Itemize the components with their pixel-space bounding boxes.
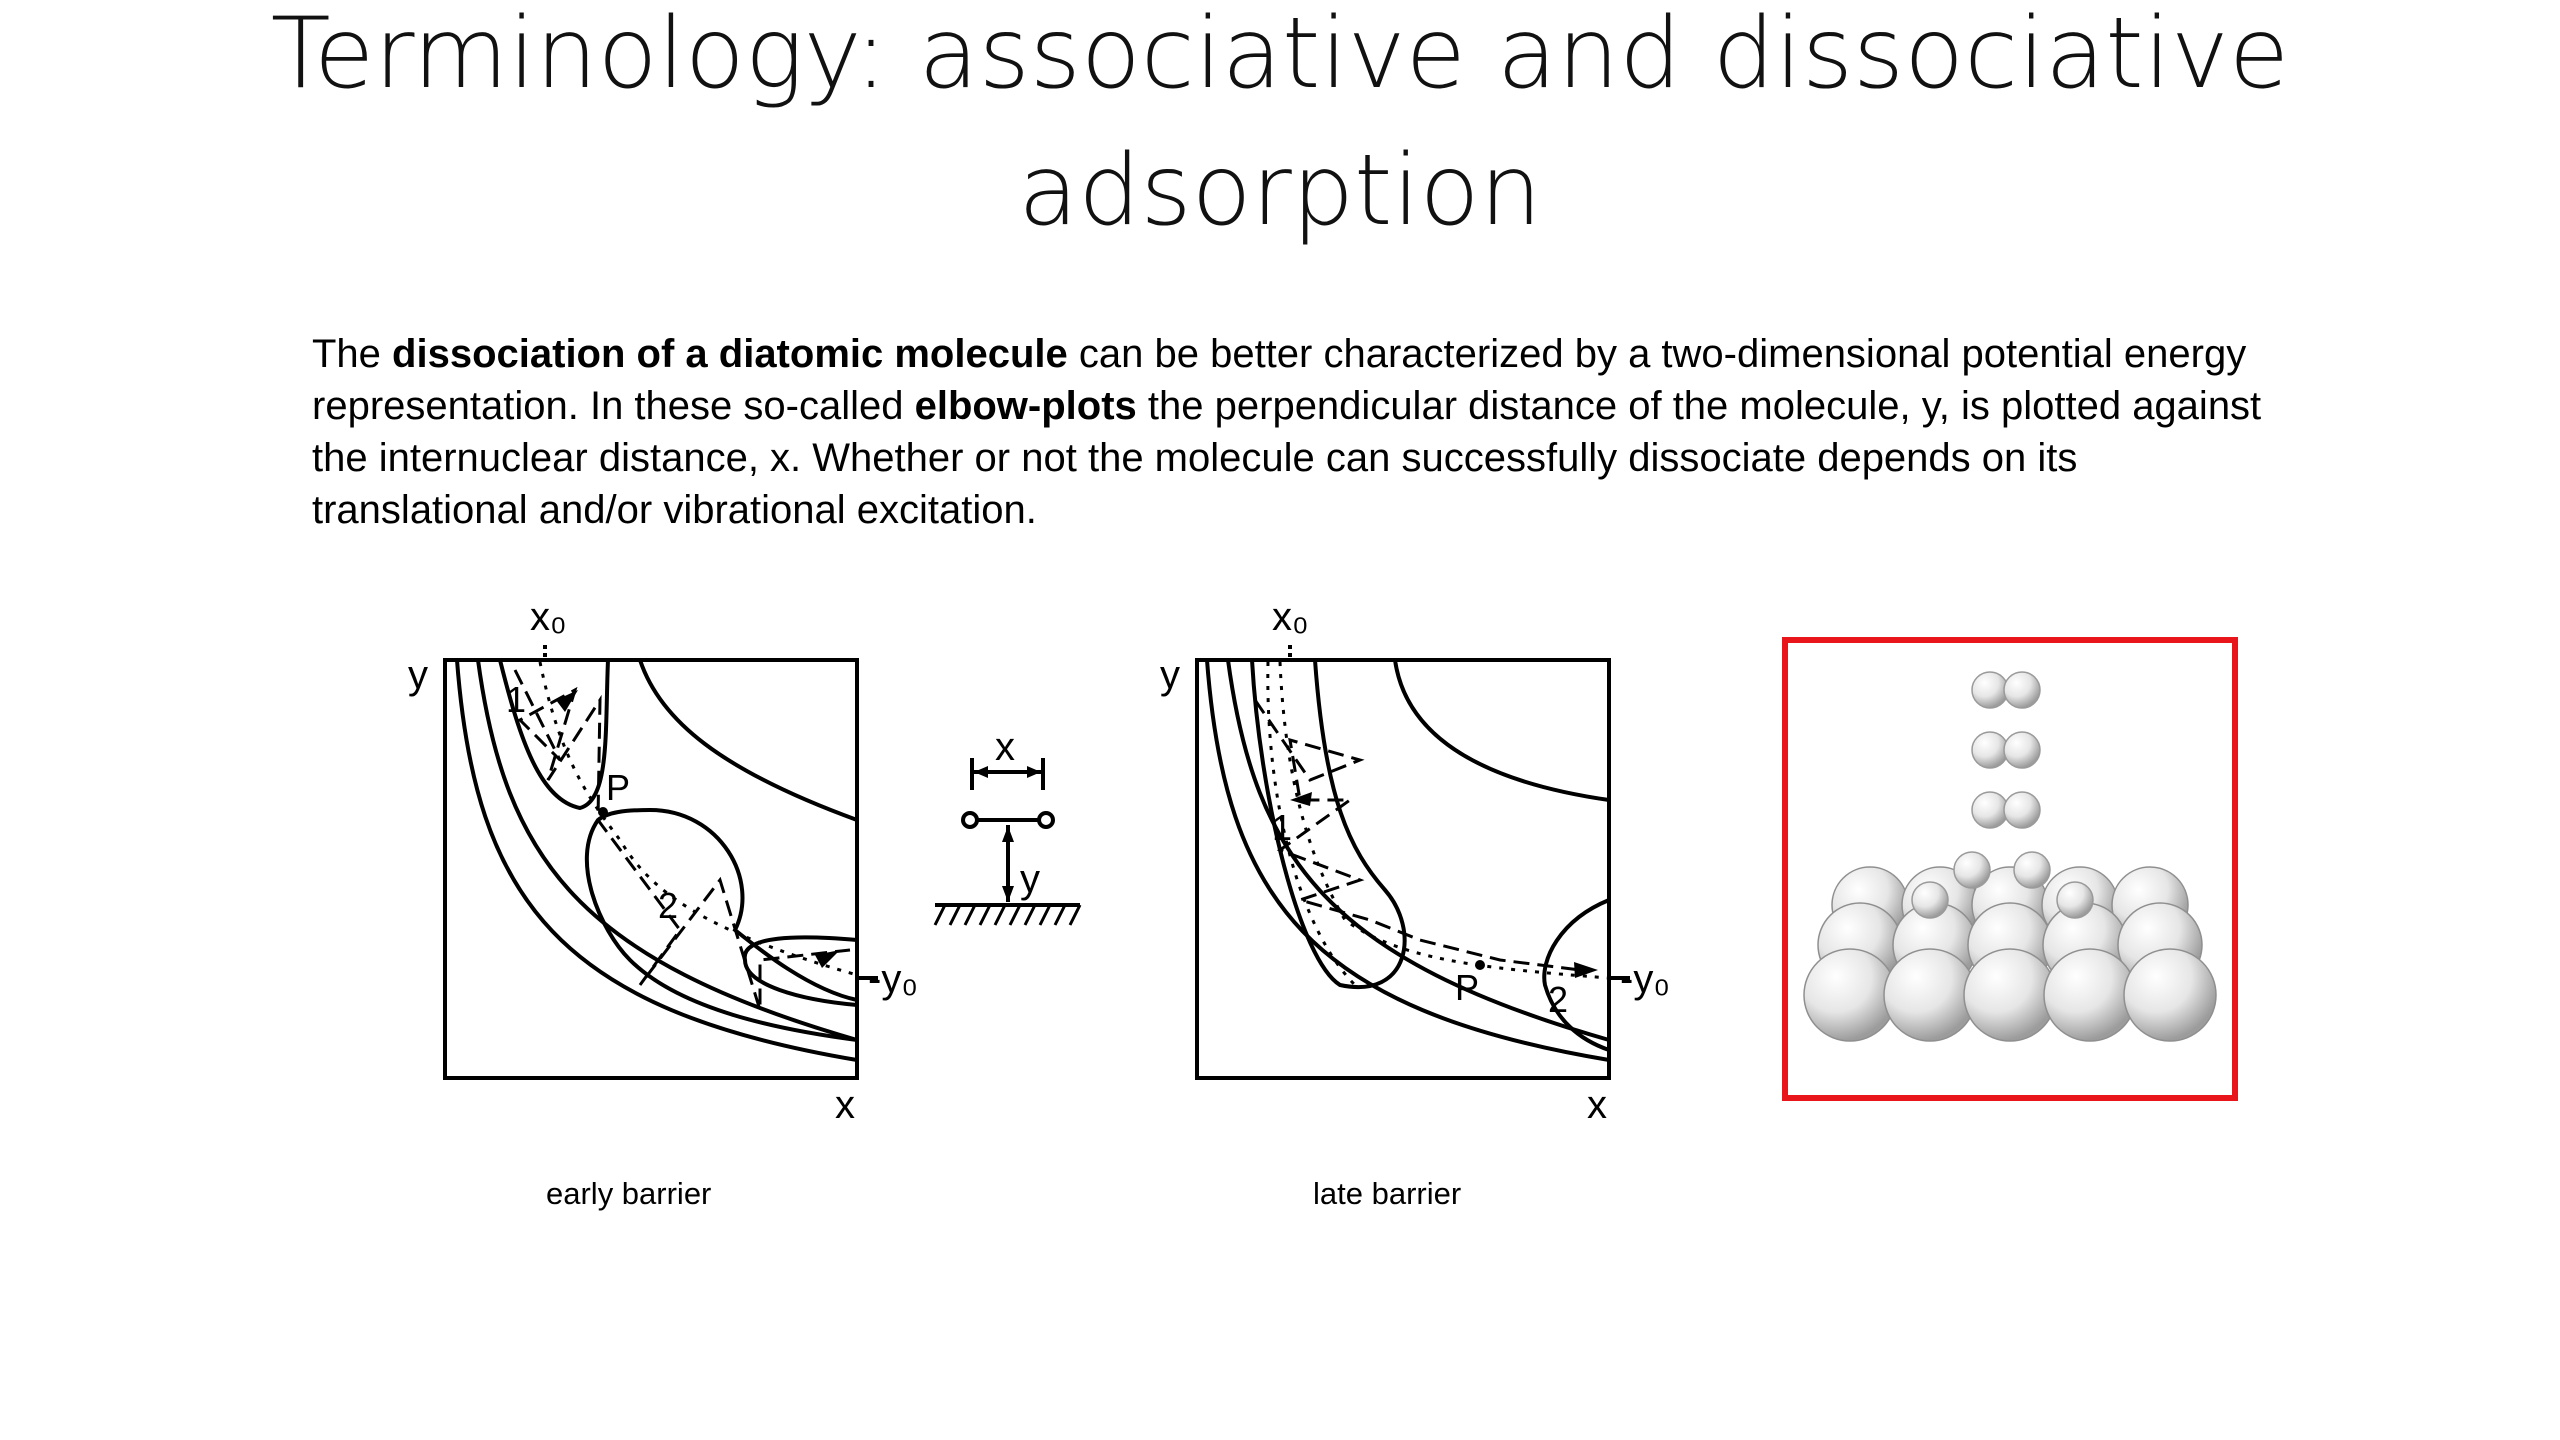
minimum-energy-path bbox=[1278, 661, 1610, 980]
surface-atom bbox=[2123, 948, 2217, 1042]
adsorbed-atoms bbox=[1911, 851, 2094, 919]
minimum-energy-path bbox=[1266, 661, 1357, 987]
label-y: y bbox=[1020, 857, 1040, 901]
label-1: 1 bbox=[506, 679, 526, 720]
arrow-head bbox=[974, 766, 988, 778]
gas-molecules bbox=[1971, 671, 2041, 829]
contour-upper bbox=[1393, 659, 1610, 802]
adsorbed-atom bbox=[1953, 851, 1991, 889]
label-x: x bbox=[995, 725, 1015, 769]
arrow-head bbox=[1002, 886, 1014, 902]
plot-frame bbox=[443, 658, 859, 1080]
label-y0: -y₀ bbox=[1620, 957, 1670, 1001]
caption-early-barrier: early barrier bbox=[546, 1176, 712, 1211]
molecule-atom bbox=[2003, 731, 2041, 769]
caption-late-barrier: late barrier bbox=[1313, 1176, 1462, 1211]
adsorption-illustration bbox=[1782, 637, 2238, 1101]
arrow-head bbox=[1290, 792, 1312, 806]
slide-title: Terminology: associative and dissociativ… bbox=[270, 0, 2290, 248]
contour-2 bbox=[1226, 659, 1610, 1042]
label-2: 2 bbox=[658, 885, 678, 926]
paragraph-text: The bbox=[312, 332, 393, 376]
paragraph-bold: dissociation of a diatomic molecule bbox=[392, 332, 1068, 376]
trajectory bbox=[513, 669, 851, 1011]
saddle-point bbox=[1475, 960, 1485, 970]
label-P: P bbox=[606, 767, 630, 808]
label-1: 1 bbox=[1272, 807, 1292, 848]
arrow-head bbox=[1002, 826, 1014, 842]
paragraph-text: can be better characterized by a two-dim… bbox=[312, 332, 2247, 428]
label-2: 2 bbox=[1548, 979, 1568, 1020]
adsorbed-atom bbox=[2056, 881, 2094, 919]
label-y0: -y₀ bbox=[868, 957, 918, 1001]
surface-atom bbox=[2043, 948, 2137, 1042]
contour-outer bbox=[455, 659, 858, 1062]
molecule-atom bbox=[1971, 671, 2009, 709]
well-1 bbox=[498, 659, 610, 811]
elbow-plot-late bbox=[1195, 645, 1630, 1080]
label-x0: x₀ bbox=[1272, 595, 1309, 639]
label-x: x bbox=[835, 1083, 855, 1127]
arrow-head bbox=[815, 950, 840, 968]
arrow-head bbox=[556, 690, 578, 712]
plot-frame bbox=[1195, 658, 1611, 1080]
well-1 bbox=[1250, 659, 1407, 989]
arrow-head bbox=[1027, 766, 1041, 778]
well-2 bbox=[584, 807, 859, 1043]
saddle-point bbox=[598, 807, 608, 817]
contour-outer bbox=[1205, 659, 1610, 1062]
minimum-energy-path bbox=[538, 661, 858, 977]
adsorbed-atom bbox=[1911, 881, 1949, 919]
contour-upper bbox=[638, 659, 858, 822]
molecule-atom bbox=[2003, 791, 2041, 829]
label-P: P bbox=[1455, 967, 1479, 1008]
label-x0: x₀ bbox=[530, 595, 567, 639]
molecule-schematic bbox=[933, 758, 1082, 926]
paragraph-text: the perpendicular distance of the molecu… bbox=[312, 384, 2262, 532]
paragraph-bold: elbow-plots bbox=[914, 384, 1137, 428]
exit-pocket bbox=[1542, 898, 1610, 1052]
arrow-head bbox=[1574, 962, 1598, 978]
atom bbox=[1037, 811, 1055, 829]
label-y: y bbox=[408, 653, 428, 697]
surface-lattice bbox=[1803, 866, 2217, 1042]
trajectory bbox=[1253, 699, 1581, 972]
atom bbox=[961, 811, 979, 829]
surface-hatching bbox=[933, 904, 1082, 926]
surface-atom bbox=[1803, 948, 1897, 1042]
label-x: x bbox=[1587, 1083, 1607, 1127]
body-paragraph: The dissociation of a diatomic molecule … bbox=[312, 328, 2272, 536]
molecule-atom bbox=[1971, 731, 2009, 769]
molecule-atom bbox=[2003, 671, 2041, 709]
contour-2 bbox=[476, 659, 858, 1042]
label-y: y bbox=[1160, 653, 1180, 697]
adsorbed-atom bbox=[2013, 851, 2051, 889]
elbow-plot-early bbox=[443, 645, 878, 1080]
surface-atom bbox=[1883, 948, 1977, 1042]
molecule-atom bbox=[1971, 791, 2009, 829]
surface-atom bbox=[1963, 948, 2057, 1042]
